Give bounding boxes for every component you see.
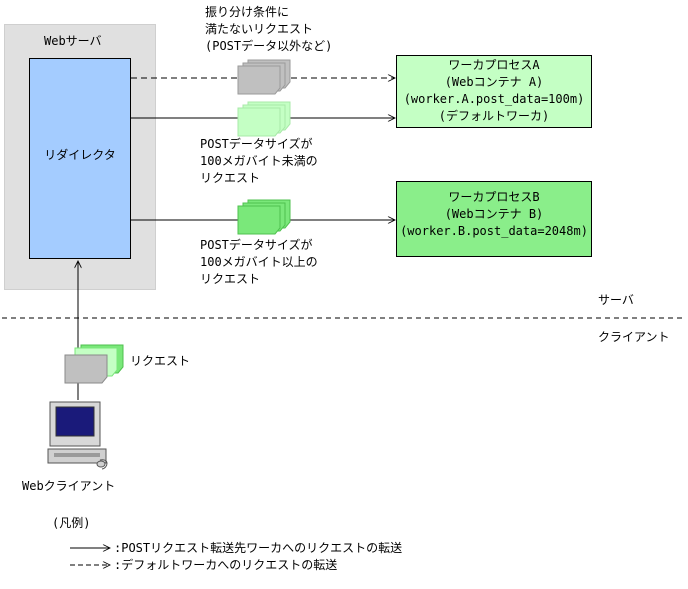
worker-b-post-data: (worker.B.post_data=2048m) — [400, 224, 588, 238]
computer-icon — [47, 401, 108, 470]
web-server-label: Webサーバ — [44, 34, 102, 48]
worker-a-container: (Webコンテナ A) — [444, 75, 544, 89]
large-request-line-2: 100メガバイト以上の — [200, 255, 318, 269]
legend-dashed-text: :デフォルトワーカへのリクエストの転送 — [114, 558, 338, 572]
web-client-label: Webクライアント — [22, 479, 116, 493]
client-request-label: リクエスト — [130, 354, 191, 368]
small-request-line-1: POSTデータサイズが — [200, 137, 313, 151]
worker-a-title: ワーカプロセスA — [448, 58, 540, 72]
worker-b-title: ワーカプロセスB — [448, 190, 540, 204]
document-stack-icon — [237, 59, 291, 95]
small-request-line-2: 100メガバイト未満の — [200, 154, 318, 168]
document-stack-icon — [237, 101, 291, 137]
legend-title: (凡例) — [52, 516, 91, 530]
server-zone-label: サーバ — [598, 293, 634, 307]
legend-solid-text: :POSTリクエスト転送先ワーカへのリクエストの転送 — [114, 541, 403, 555]
default-request-line-2: 満たないリクエスト — [205, 22, 314, 36]
client-zone-label: クライアント — [598, 330, 670, 344]
worker-process-b-box — [396, 181, 592, 257]
redirector-box — [29, 58, 131, 259]
document-stack-icon — [237, 199, 291, 235]
worker-b-container: (Webコンテナ B) — [444, 207, 544, 221]
worker-a-post-data: (worker.A.post_data=100m) — [403, 92, 585, 106]
large-request-line-3: リクエスト — [200, 272, 261, 286]
redirector-label: リダイレクタ — [44, 148, 116, 162]
large-request-line-1: POSTデータサイズが — [200, 238, 313, 252]
default-request-line-1: 振り分け条件に — [205, 5, 290, 19]
small-request-line-3: リクエスト — [200, 171, 261, 185]
worker-a-default: (デフォルトワーカ) — [438, 109, 550, 123]
default-request-line-3: (POSTデータ以外など) — [205, 39, 333, 53]
worker-process-a-box — [396, 55, 592, 128]
document-stack-icon — [64, 344, 124, 384]
